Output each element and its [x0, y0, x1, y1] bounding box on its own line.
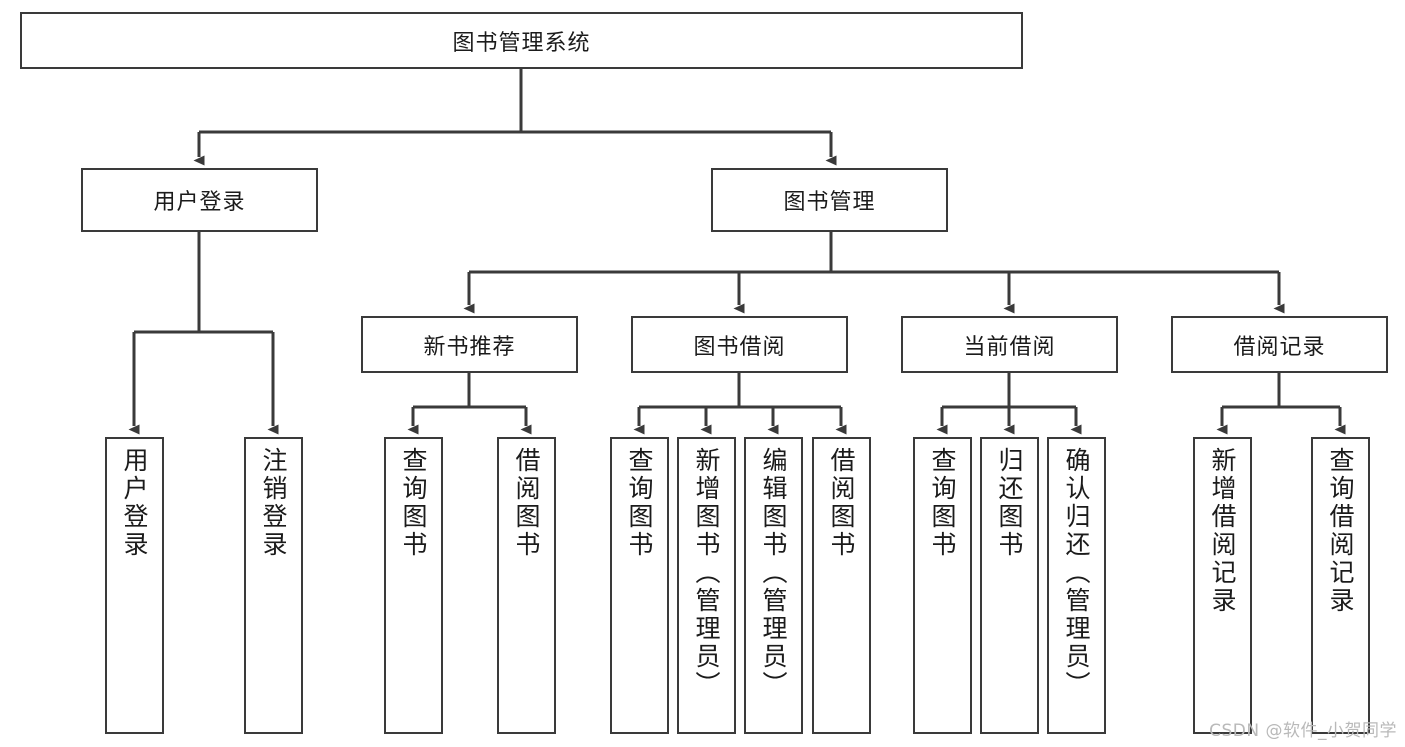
node-root-system[interactable]: 图书管理系统 — [20, 12, 1023, 69]
node-label: 归还图书 — [995, 447, 1024, 559]
leaf-current-borrow-confirm-return[interactable]: 确认归还（管理员） — [1047, 437, 1106, 734]
node-label: 查询图书 — [625, 447, 654, 559]
node-label: 新增图书（管理员） — [692, 447, 721, 699]
node-user-login[interactable]: 用户登录 — [81, 168, 318, 232]
leaf-user-login-logout[interactable]: 注销登录 — [244, 437, 303, 734]
leaf-user-login-login[interactable]: 用户登录 — [105, 437, 164, 734]
node-label: 图书管理 — [783, 190, 876, 215]
node-label: 图书管理系统 — [452, 30, 591, 56]
node-label: 查询借阅记录 — [1326, 447, 1355, 615]
node-label: 编辑图书（管理员） — [759, 447, 788, 699]
node-label: 用户登录 — [120, 447, 149, 559]
leaf-borrow-record-query[interactable]: 查询借阅记录 — [1311, 437, 1370, 734]
node-label: 借阅图书 — [827, 447, 856, 559]
leaf-book-borrow-edit[interactable]: 编辑图书（管理员） — [744, 437, 803, 734]
leaf-book-borrow-add[interactable]: 新增图书（管理员） — [677, 437, 736, 734]
node-new-book-recommend[interactable]: 新书推荐 — [361, 316, 578, 373]
node-label: 确认归还（管理员） — [1062, 447, 1091, 699]
node-label: 查询图书 — [399, 447, 428, 559]
node-label: 用户登录 — [153, 190, 246, 215]
node-book-management[interactable]: 图书管理 — [711, 168, 948, 232]
node-label: 当前借阅 — [963, 334, 1056, 360]
leaf-new-book-query[interactable]: 查询图书 — [384, 437, 443, 734]
leaf-current-borrow-query[interactable]: 查询图书 — [913, 437, 972, 734]
leaf-new-book-borrow[interactable]: 借阅图书 — [497, 437, 556, 734]
node-label: 新书推荐 — [423, 334, 516, 360]
node-borrow-record[interactable]: 借阅记录 — [1171, 316, 1388, 373]
leaf-current-borrow-return[interactable]: 归还图书 — [980, 437, 1039, 734]
node-label: 借阅图书 — [512, 447, 541, 559]
node-label: 新增借阅记录 — [1208, 447, 1237, 615]
node-label: 图书借阅 — [693, 334, 786, 360]
node-label: 查询图书 — [928, 447, 957, 559]
node-label: 借阅记录 — [1233, 334, 1326, 360]
leaf-book-borrow-borrow[interactable]: 借阅图书 — [812, 437, 871, 734]
node-book-borrow[interactable]: 图书借阅 — [631, 316, 848, 373]
node-label: 注销登录 — [259, 447, 288, 559]
node-current-borrow[interactable]: 当前借阅 — [901, 316, 1118, 373]
leaf-borrow-record-add[interactable]: 新增借阅记录 — [1193, 437, 1252, 734]
leaf-book-borrow-query[interactable]: 查询图书 — [610, 437, 669, 734]
